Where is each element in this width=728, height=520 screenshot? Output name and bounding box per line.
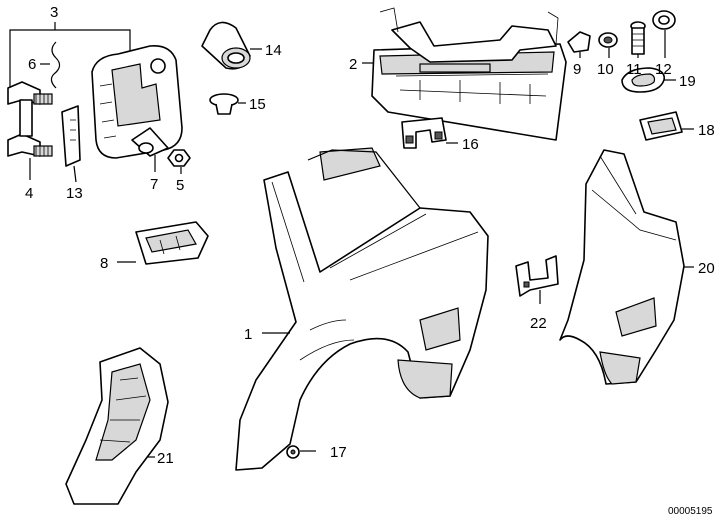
callout-7: 7	[150, 176, 158, 193]
callout-15: 15	[249, 96, 266, 113]
washer-part-10	[598, 32, 618, 58]
callout-3-bracket	[9, 29, 131, 92]
bumper-part-9	[567, 31, 591, 58]
bracket-part-16	[401, 117, 458, 149]
wheel-arch-part-21	[65, 347, 169, 505]
callout-17: 17	[330, 444, 347, 461]
side-panel-part-1	[235, 147, 489, 471]
callout-19: 19	[679, 73, 696, 90]
callout-22: 22	[530, 315, 547, 332]
callout-labels: 1 2 3 4 5 6 7 8 9 10 11 12 13 14 15 16 1…	[25, 4, 715, 467]
gasket-part-13	[61, 105, 81, 167]
fuel-flap-housing	[91, 44, 183, 159]
side-panel-part-20	[559, 149, 694, 385]
callout-1: 1	[244, 326, 252, 343]
spring-part-6	[50, 41, 61, 89]
callout-21: 21	[157, 450, 174, 467]
callout-14: 14	[265, 42, 282, 59]
fuel-flap-hinge-group	[7, 22, 131, 183]
callout-11: 11	[626, 61, 642, 78]
callout-4: 4	[25, 185, 33, 202]
nut-part-5	[167, 149, 191, 174]
callout-13: 13	[66, 185, 83, 202]
hinge-part-4	[7, 81, 53, 157]
bolt-part-11	[630, 21, 646, 58]
grommet-part-19	[621, 67, 676, 93]
cap-part-12	[652, 10, 676, 58]
callout-6: 6	[28, 56, 36, 73]
callout-9: 9	[573, 61, 581, 78]
clip-part-17	[286, 445, 316, 459]
callout-18: 18	[698, 122, 715, 139]
plug-part-18	[639, 111, 694, 141]
callout-12: 12	[655, 61, 672, 78]
bracket-part-22	[515, 255, 559, 304]
rubber-cap-part-7	[131, 127, 169, 172]
callout-10: 10	[597, 61, 614, 78]
callout-3: 3	[50, 4, 58, 21]
callout-20: 20	[698, 260, 715, 277]
callout-8: 8	[100, 255, 108, 272]
reinforcement-part-8	[117, 221, 209, 265]
rear-panel-part-2	[362, 7, 567, 141]
callout-2: 2	[349, 56, 357, 73]
diagram-reference-number: 00005195	[668, 506, 713, 517]
callout-16: 16	[462, 136, 479, 153]
clip-part-15	[209, 93, 246, 115]
callout-5: 5	[176, 177, 184, 194]
grommet-part-14	[201, 21, 262, 70]
